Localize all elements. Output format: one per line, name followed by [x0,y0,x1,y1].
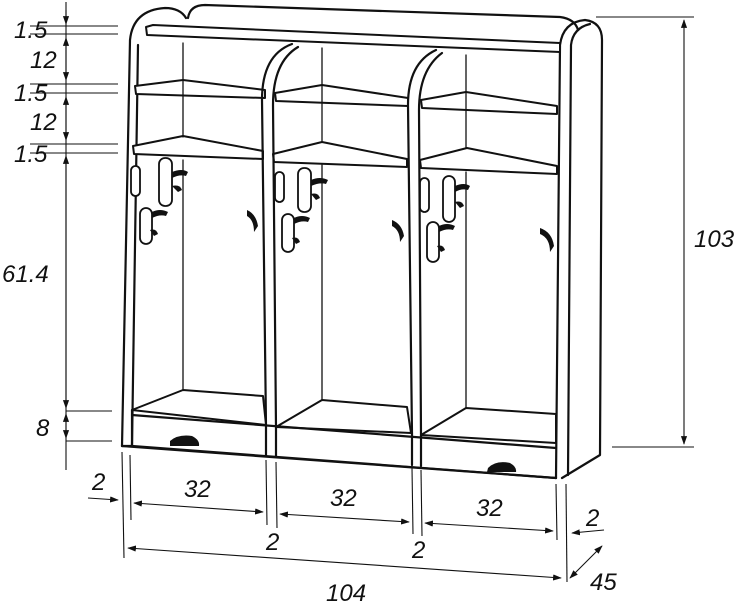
dim-total-height: 103 [694,226,735,253]
dim-depth: 45 [590,569,617,596]
dim-compartment-3: 32 [476,495,503,522]
dim-top-board: 1.5 [14,17,48,44]
dim-compartment-2: 32 [330,485,357,512]
dim-lower-gap: 12 [30,109,57,136]
dim-total-width: 104 [326,580,366,607]
dim-partition-1: 2 [265,529,279,556]
wardrobe-body [120,3,604,480]
dim-plinth: 8 [36,415,50,442]
coat-hooks [130,157,554,263]
dim-shelf-2: 1.5 [14,141,48,168]
dim-side-right: 2 [585,505,599,532]
dim-partition-2: 2 [411,537,425,564]
bottom-dimension-lines [87,451,605,583]
height-dimension [596,16,694,448]
dim-hanging-height: 61.4 [2,261,49,288]
left-dimension-lines [30,2,118,470]
dim-shelf-1: 1.5 [14,80,48,107]
dim-compartment-1: 32 [184,476,211,503]
dim-upper-gap: 12 [30,47,57,74]
dim-side-left: 2 [91,469,105,496]
